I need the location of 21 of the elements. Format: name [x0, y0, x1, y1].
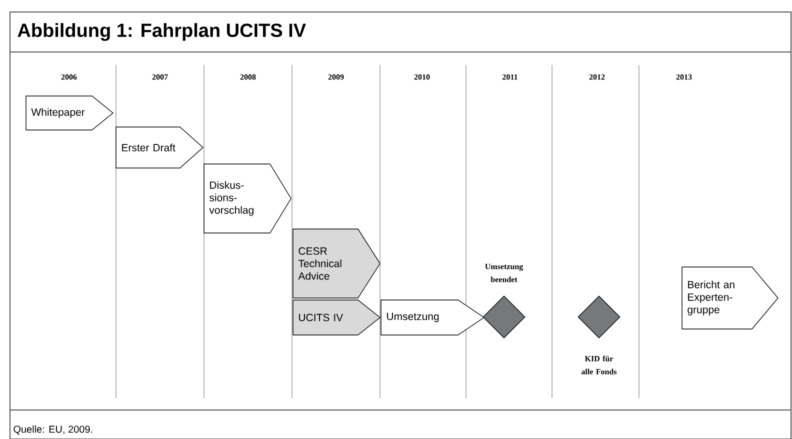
year-label: 2007: [152, 74, 168, 80]
pentagon-box: Diskus- sions- vorschlag: [204, 164, 292, 234]
title: Abbildung 1: Fahrplan UCITS IV: [18, 23, 306, 41]
pentagon-box: UCITS IV: [292, 300, 381, 336]
year-label: 2012: [589, 74, 605, 80]
pentagon-box: Bericht an Experten- gruppe: [682, 266, 778, 330]
year-label: 2010: [414, 74, 430, 80]
milestone-diamond: [578, 296, 620, 338]
milestone-label: Umsetzung beendet: [485, 264, 524, 282]
pentagon-box: CESR Technical Advice: [292, 228, 380, 298]
source-note: Quelle: EU, 2009.: [14, 425, 92, 435]
year-label: 2008: [240, 74, 256, 80]
year-label: 2009: [328, 74, 344, 80]
year-label: 2011: [502, 74, 518, 80]
year-label: 2013: [676, 74, 692, 80]
pentagon-box: Umsetzung: [380, 300, 485, 336]
pentagon-box: Erster Draft: [116, 126, 204, 168]
year-label: 2006: [61, 74, 77, 80]
milestone-label: KID für alle Fonds: [581, 356, 617, 374]
milestone-diamond: [482, 296, 526, 338]
pentagon-box: Whitepaper: [26, 96, 114, 130]
